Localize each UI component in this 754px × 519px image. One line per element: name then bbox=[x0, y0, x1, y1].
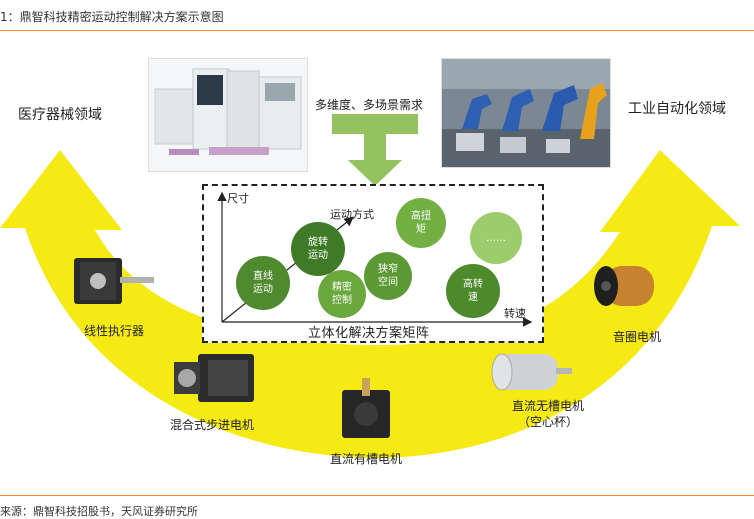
green-down-arrow-icon bbox=[332, 114, 418, 186]
x-axis-label: 转速 bbox=[504, 307, 526, 320]
matrix-title: 立体化解决方案矩阵 bbox=[308, 326, 430, 341]
product-hybrid-stepper: 混合式步进电机 bbox=[170, 418, 255, 432]
voice-coil-motor-image bbox=[594, 266, 654, 306]
bottom-divider bbox=[0, 495, 754, 496]
product-dc-coreless: 直流无槽电机 （空心杯） bbox=[512, 399, 585, 429]
demand-label: 多维度、多场景需求 bbox=[315, 98, 424, 112]
product-dc-brushed: 直流有槽电机 bbox=[330, 452, 403, 466]
medical-analyzer-image bbox=[149, 59, 307, 171]
robot-line-image bbox=[442, 59, 610, 167]
hybrid-stepper-image bbox=[174, 354, 254, 402]
linear-actuator-image bbox=[74, 258, 154, 304]
medical-domain-label: 医疗器械领域 bbox=[18, 107, 102, 123]
down-arrow bbox=[332, 114, 418, 186]
bubble-high-torque: 高扭 矩 bbox=[396, 198, 446, 248]
bubble-rotary-motion: 旋转 运动 bbox=[291, 222, 345, 276]
medical-device-photo bbox=[148, 58, 308, 172]
bubble-linear-motion: 直线 运动 bbox=[236, 256, 290, 310]
y-axis-label: 尺寸 bbox=[227, 192, 249, 205]
product-voice-coil: 音圈电机 bbox=[613, 330, 662, 344]
bubble-narrow-space: 狭窄 空间 bbox=[364, 252, 412, 300]
source-note: 来源：鼎智科技招股书，天风证券研究所 bbox=[0, 505, 198, 518]
bubble-more: …… bbox=[470, 212, 522, 264]
dc-brushed-motor-image bbox=[342, 378, 390, 438]
bubble-high-speed: 高转 速 bbox=[446, 264, 500, 318]
top-divider bbox=[0, 30, 754, 31]
dc-coreless-motor-image bbox=[491, 353, 572, 391]
product-linear-actuator: 线性执行器 bbox=[84, 324, 145, 338]
diagonal-axis-label: 运动方式 bbox=[330, 208, 374, 221]
industrial-domain-label: 工业自动化领域 bbox=[628, 101, 726, 117]
industrial-robot-photo bbox=[441, 58, 611, 168]
bubble-precision-control: 精密 控制 bbox=[318, 270, 366, 318]
figure-title: 1：鼎智科技精密运动控制解决方案示意图 bbox=[0, 10, 224, 24]
